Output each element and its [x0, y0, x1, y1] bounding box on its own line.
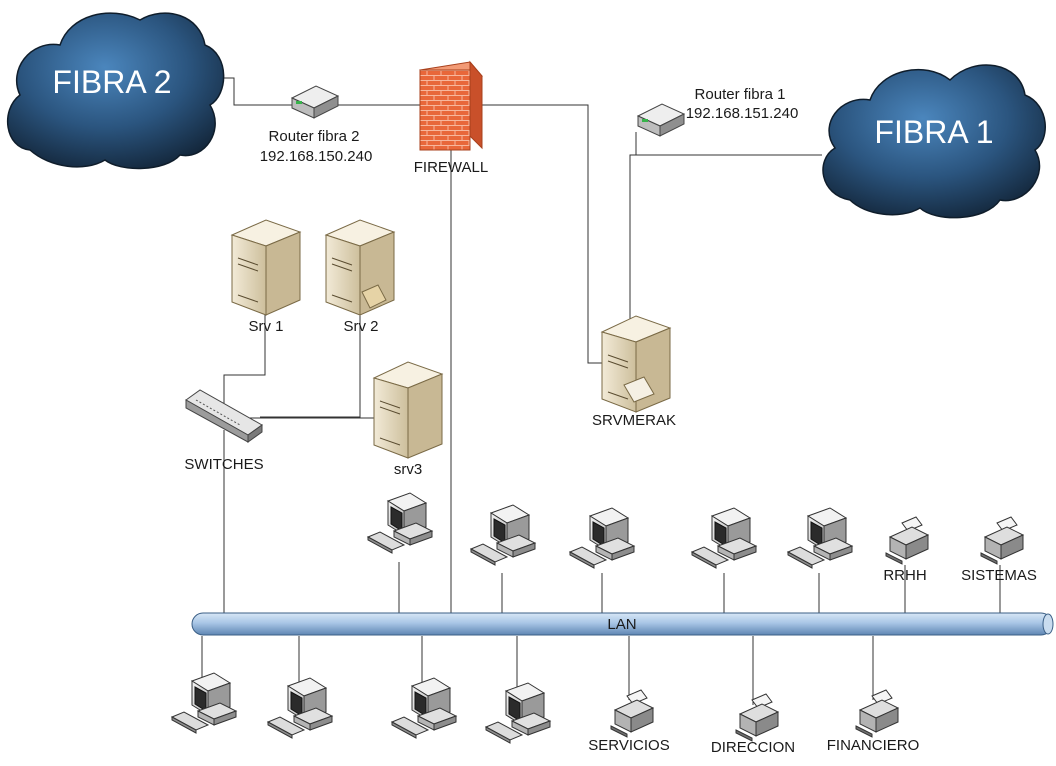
srv1-label: Srv 1	[248, 318, 284, 335]
firewall-label: FIREWALL	[413, 159, 489, 176]
switch-icon	[185, 389, 263, 443]
workstation-icon	[366, 492, 434, 554]
workstation-icon	[469, 504, 537, 566]
srv2-label: Srv 2	[343, 318, 379, 335]
router-icon	[636, 103, 686, 137]
server-icon	[324, 219, 396, 316]
printer-icon	[855, 689, 900, 738]
printer-label-financiero: FINANCIERO	[826, 737, 920, 754]
lan-label: LAN	[607, 616, 637, 633]
router1-name: Router fibra 1	[694, 86, 786, 103]
server-icon	[372, 361, 444, 459]
server-icon	[230, 219, 302, 316]
workstation-icon	[266, 677, 334, 739]
printer-label-sistemas: SISTEMAS	[961, 567, 1037, 584]
lan-bus	[191, 612, 1054, 636]
switch-label: SWITCHES	[184, 456, 264, 473]
wire-srv1-switch	[223, 283, 266, 405]
cloud-fibra1	[822, 64, 1046, 219]
printer-icon	[885, 516, 930, 565]
router-icon	[290, 85, 340, 119]
wire-router1-srvmerak	[629, 154, 636, 355]
cloud-label-fibra1: FIBRA 1	[874, 114, 994, 150]
server-icon	[600, 315, 672, 413]
printer-icon	[735, 693, 780, 742]
workstation-icon	[170, 672, 238, 734]
cloud-label-fibra2: FIBRA 2	[52, 64, 172, 100]
printer-icon	[610, 689, 655, 738]
srv3-label: srv3	[393, 461, 423, 478]
printer-icon	[980, 516, 1025, 565]
router2-ip: 192.168.150.240	[259, 148, 373, 165]
workstation-icon	[390, 677, 458, 739]
printer-label-rrhh: RRHH	[883, 567, 927, 584]
workstation-icon	[484, 682, 552, 744]
srvmerak-label: SRVMERAK	[592, 412, 676, 429]
wire-fibra2-router2	[222, 77, 305, 106]
router1-ip: 192.168.151.240	[685, 105, 799, 122]
workstation-icon	[690, 507, 758, 569]
wire-fibra1-router1	[635, 132, 822, 156]
wire-srv2-switch	[260, 283, 361, 418]
printer-label-direccion: DIRECCION	[710, 739, 796, 756]
wire-firewall-srvmerak	[450, 104, 605, 364]
router2-name: Router fibra 2	[268, 128, 360, 145]
firewall-icon	[419, 60, 483, 151]
printer-label-servicios: SERVICIOS	[588, 737, 670, 754]
cloud-fibra2	[6, 12, 225, 170]
workstation-icon	[786, 507, 854, 569]
workstation-icon	[568, 507, 636, 569]
